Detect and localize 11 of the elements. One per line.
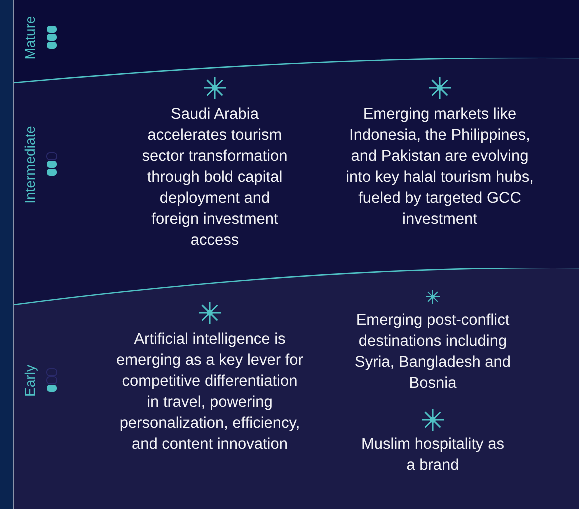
- maturity-level-label: Early: [22, 365, 38, 397]
- maturity-band: [14, 268, 579, 509]
- maturity-level-label: Mature: [22, 16, 38, 60]
- maturity-band: [14, 0, 579, 83]
- trend-text: Emerging post-conflict destinations including Syria, Bangladesh and Bosnia: [354, 311, 512, 394]
- trend-text: Emerging markets like Indonesia, the Philippines, and Pakistan are evolving into key halal tourism hubs, fueled by targeted GCC investment: [345, 105, 535, 230]
- trend-text: Artificial intelligence is emerging as a key lever for competitive differentiation in travel, powering personalization, efficiency, and content innovation: [116, 330, 304, 455]
- maturity-band: [14, 58, 579, 305]
- trend-text: Muslim hospitality as a brand: [360, 435, 506, 476]
- trend-text: Saudi Arabia accelerates tourism sector transformation through bold capital deployment and foreign investment access: [141, 105, 289, 251]
- maturity-level-label: Intermediate: [22, 126, 38, 204]
